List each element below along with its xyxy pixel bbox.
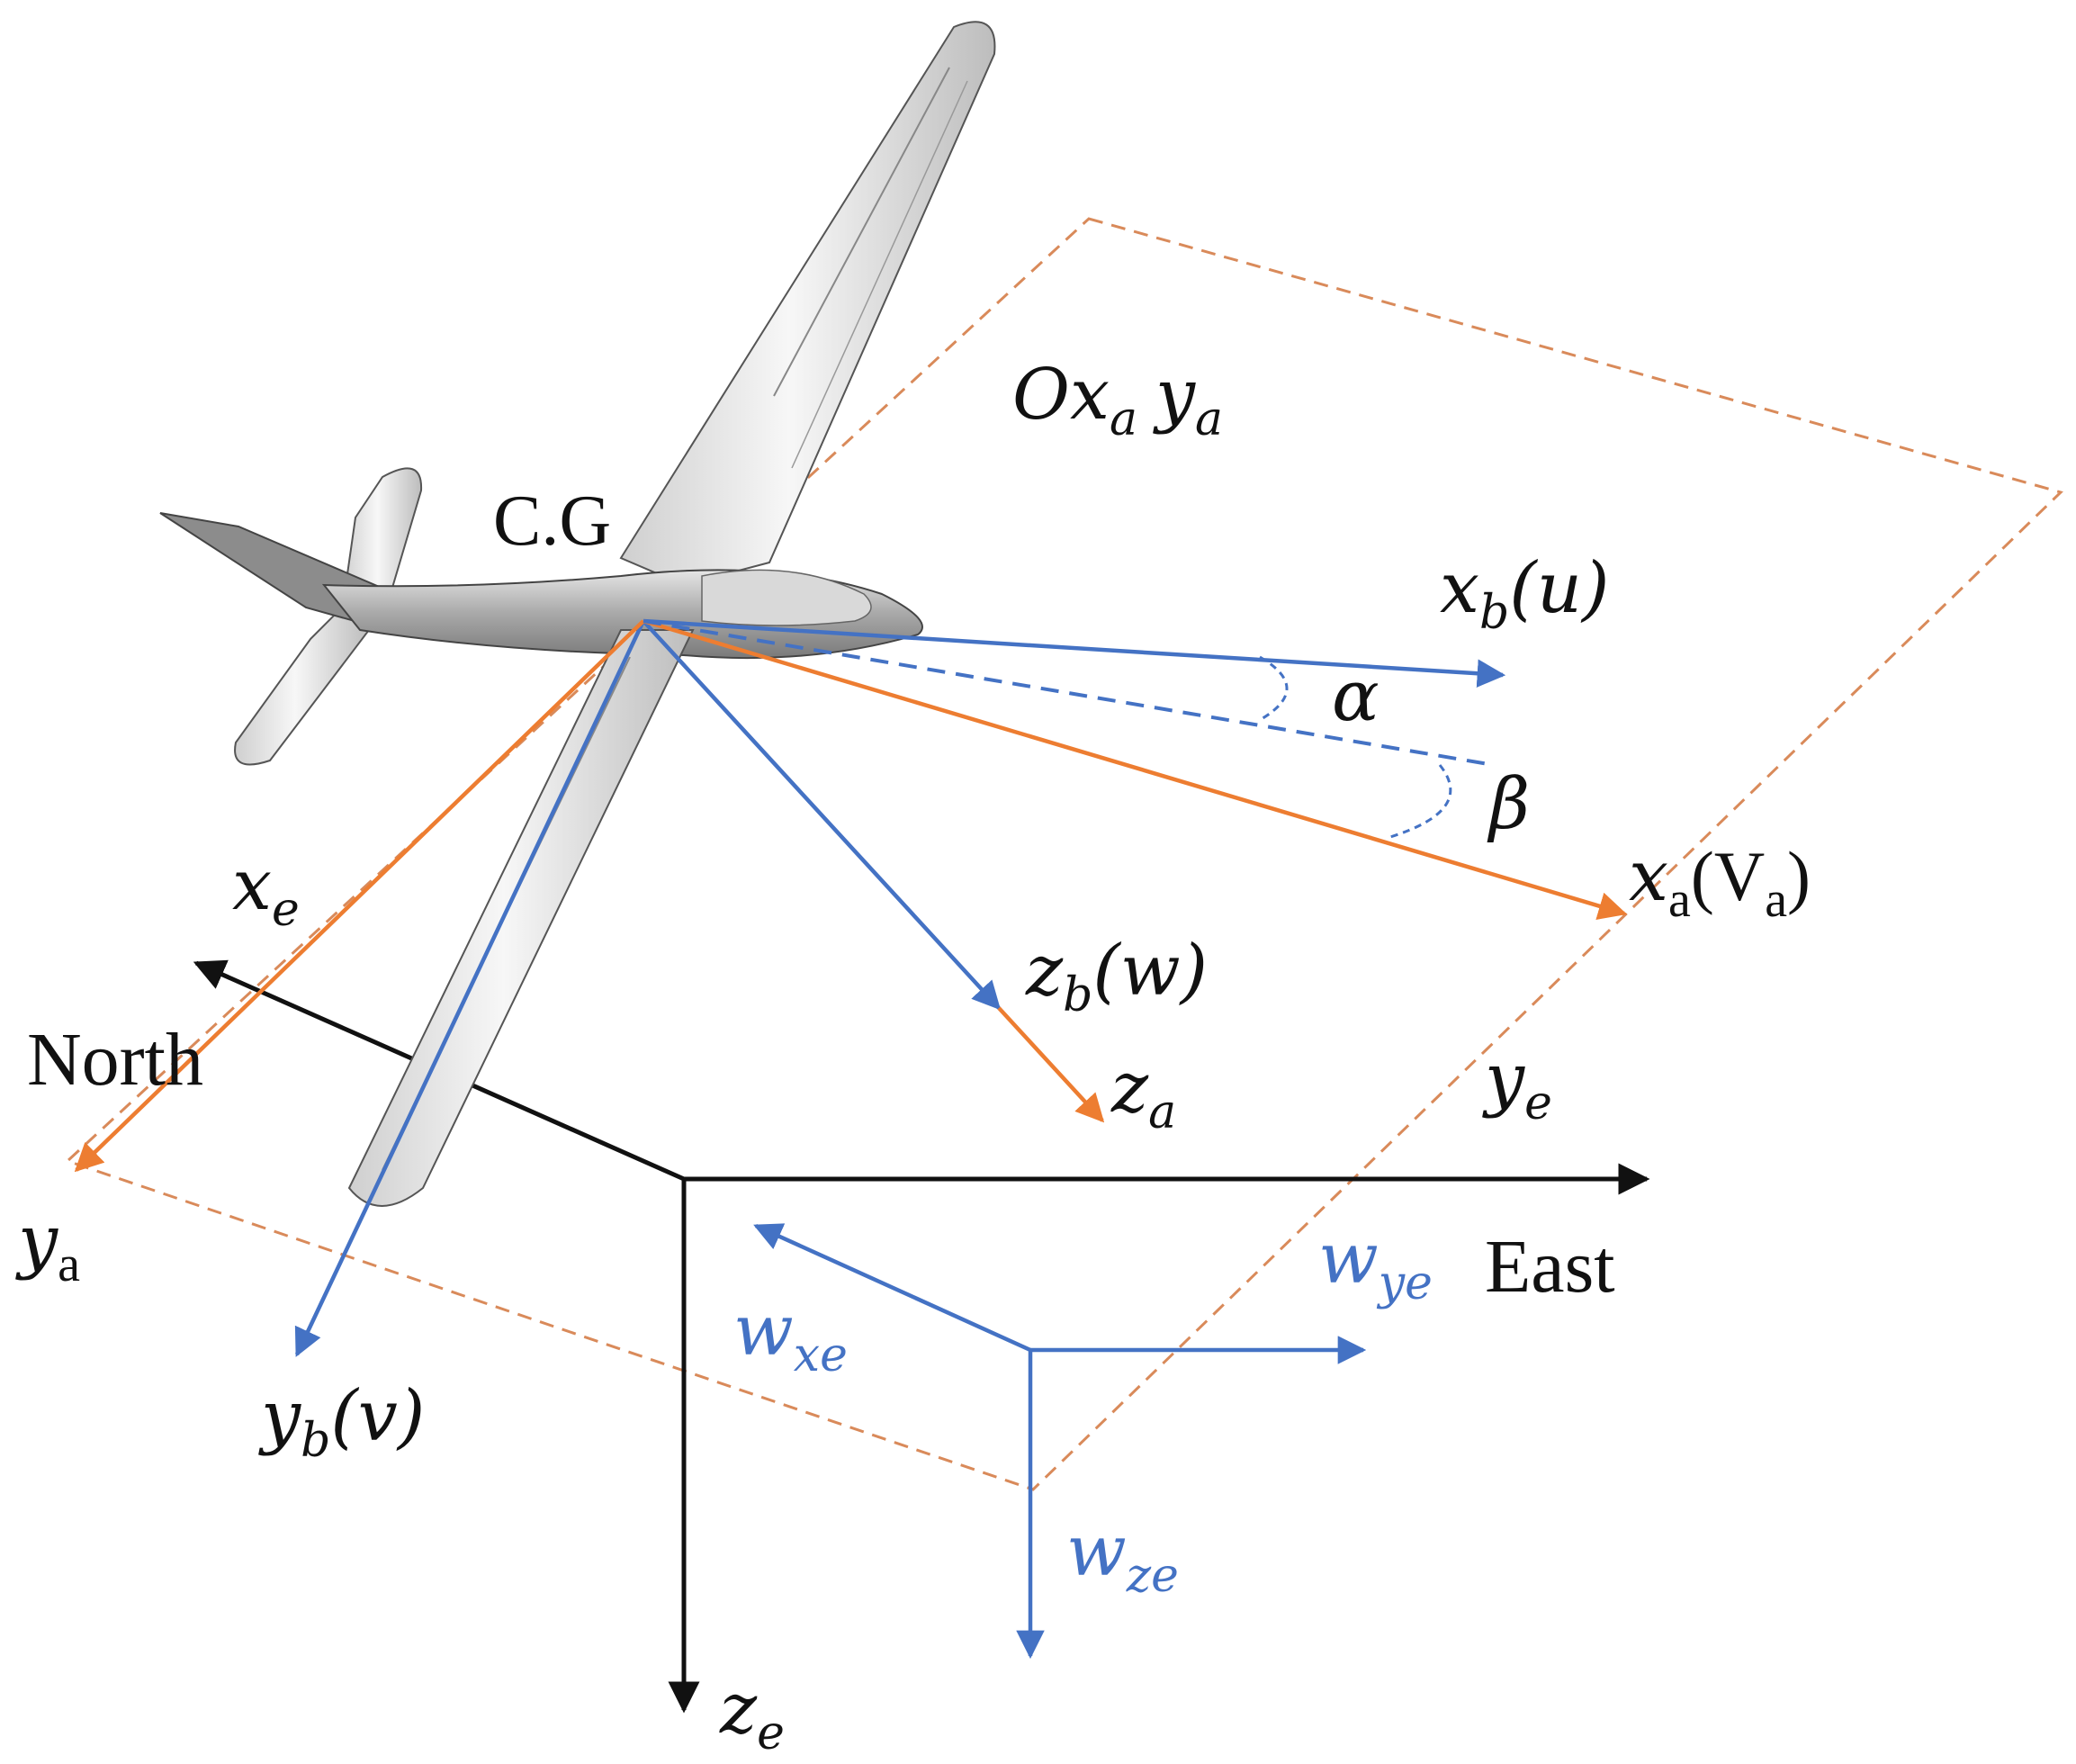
xa-label: xa(Va)	[1629, 836, 1811, 928]
zb-axis	[642, 619, 1002, 1011]
angle-markers	[643, 619, 1495, 839]
za-label: za	[1110, 1048, 1176, 1139]
wze-label: wze	[1066, 1511, 1179, 1603]
xb-axis	[643, 618, 1506, 688]
xa-axis	[643, 618, 1628, 920]
wxe-arrow	[753, 1223, 1031, 1353]
glider-icon	[159, 21, 996, 1207]
alpha-arc	[1259, 655, 1289, 722]
ze-label: ze	[719, 1669, 785, 1760]
wxe-label: wxe	[733, 1291, 848, 1382]
cg-label: C.G	[493, 482, 611, 561]
yb-axis	[294, 620, 646, 1357]
xb-label: xb(u)	[1440, 548, 1609, 640]
yb-label: yb(v)	[258, 1376, 425, 1468]
body-axes	[294, 618, 1506, 1357]
north-label: North	[27, 1018, 203, 1102]
east-label: East	[1485, 1225, 1615, 1309]
air-axes	[74, 618, 1628, 1173]
xe-arrow	[74, 619, 645, 1173]
xe-label: xe	[232, 845, 300, 937]
beta-label: β	[1487, 764, 1530, 845]
wind-vectors	[753, 1223, 1367, 1660]
wye-label: wye	[1318, 1219, 1433, 1310]
ya-label: ya	[15, 1201, 80, 1292]
za-axis	[997, 1006, 1105, 1123]
alpha-label: α	[1332, 656, 1380, 737]
ye-label: ye	[1482, 1039, 1552, 1130]
zb-label: zb(w)	[1025, 931, 1208, 1022]
air-plane-outline	[65, 217, 2063, 1491]
beta-arc	[1389, 764, 1452, 839]
